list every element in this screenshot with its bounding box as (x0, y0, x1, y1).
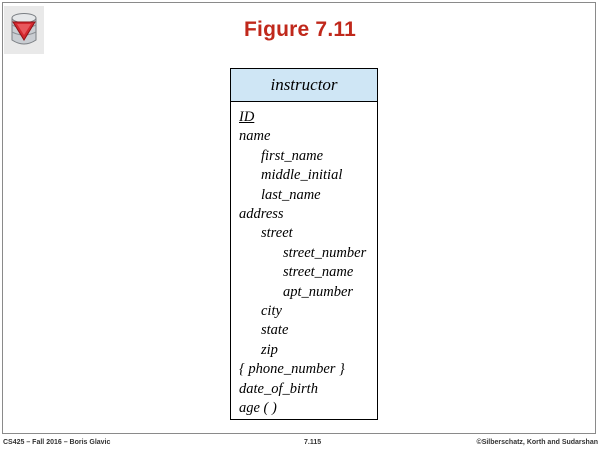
attribute-item: date_of_birth (239, 380, 318, 397)
attribute-item: name (239, 128, 271, 145)
attribute-item: middle_initial (261, 167, 343, 184)
attribute-item: street_number (283, 244, 367, 261)
attribute-item: address (239, 206, 284, 223)
slide-title: Figure 7.11 (244, 18, 356, 41)
slide-frame (2, 2, 596, 434)
footer-copyright: ©Silberschatz, Korth and Sudarshan (476, 439, 598, 446)
attribute-item: street (261, 225, 293, 242)
footer: CS425 – Fall 2016 – Boris Glavic 7.115 ©… (0, 436, 600, 452)
attribute-item: first_name (261, 147, 324, 164)
database-cylinder-icon (4, 6, 44, 54)
attribute-item: state (261, 322, 289, 339)
footer-course: CS425 – Fall 2016 – Boris Glavic (3, 439, 111, 446)
attribute-item: { phone_number } (239, 361, 345, 378)
attribute-item: last_name (261, 186, 321, 203)
attribute-item: street_name (283, 264, 354, 281)
attribute-item: age ( ) (239, 400, 277, 417)
attribute-item: apt_number (283, 283, 354, 300)
footer-page-number: 7.115 (304, 439, 322, 446)
attribute-item: zip (261, 341, 278, 358)
attribute-item: ID (239, 109, 255, 125)
entity-box: instructor ID name first_name middle_initia… (230, 68, 378, 420)
entity-name: instructor (231, 69, 377, 102)
attribute-item: city (261, 303, 282, 320)
